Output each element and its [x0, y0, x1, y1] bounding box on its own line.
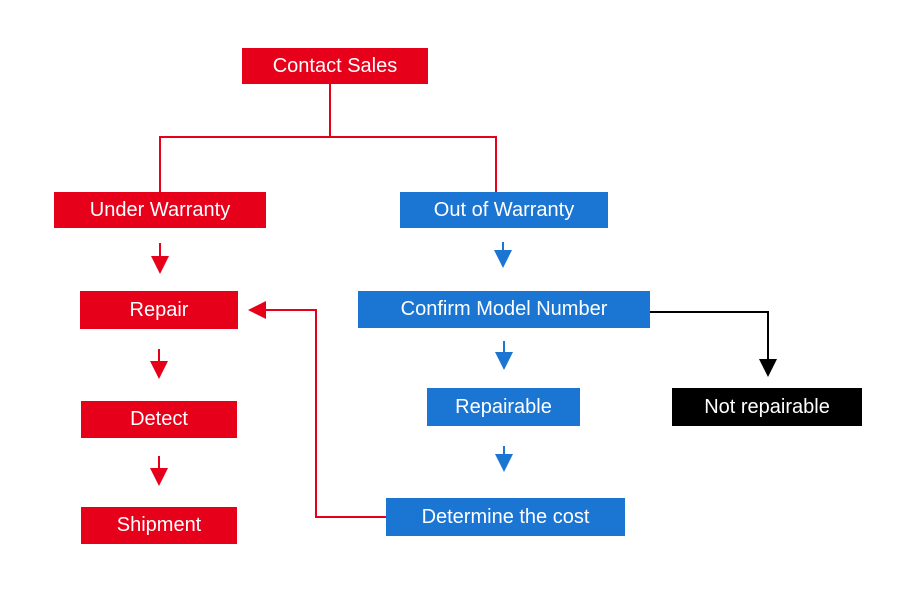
node-detect: Detect [81, 401, 237, 438]
node-determine-the-cost: Determine the cost [386, 498, 625, 536]
node-contact-sales: Contact Sales [242, 48, 428, 84]
node-confirm-model-number: Confirm Model Number [358, 291, 650, 328]
node-repairable: Repairable [427, 388, 580, 426]
node-repair: Repair [80, 291, 238, 329]
node-out-of-warranty: Out of Warranty [400, 192, 608, 228]
edge-confirm-not-repairable [650, 311, 777, 377]
edge-contact-branches [159, 84, 497, 192]
node-under-warranty: Under Warranty [54, 192, 266, 228]
edge-determine-cost-repair [248, 301, 386, 518]
node-not-repairable: Not repairable [672, 388, 862, 426]
node-shipment: Shipment [81, 507, 237, 544]
